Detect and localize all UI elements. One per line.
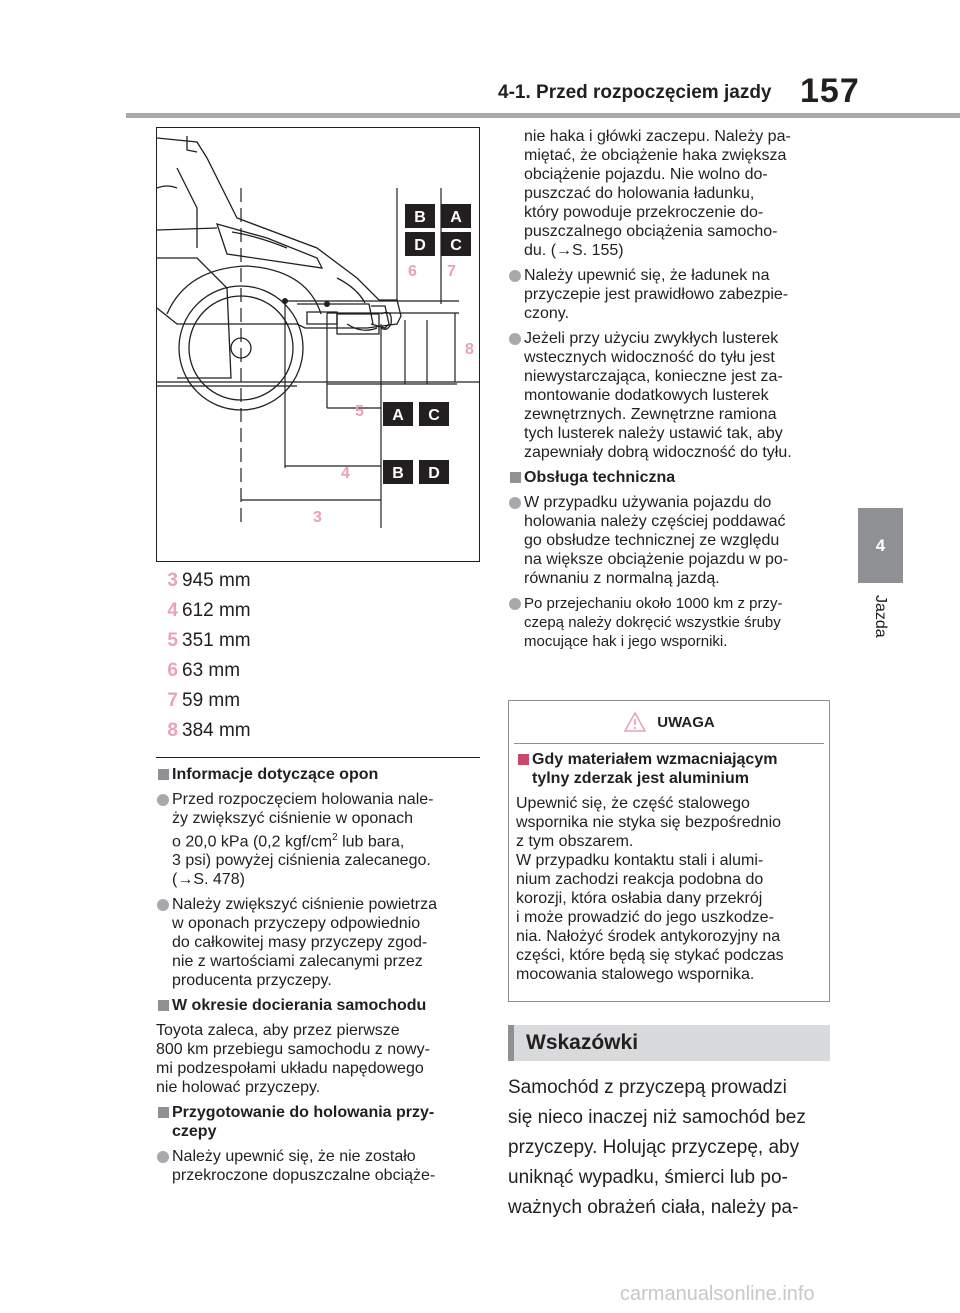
tires-heading: Informacje dotyczące opon (156, 765, 481, 784)
warning-title: UWAGA (657, 713, 715, 731)
dimension-value: 59 mm (182, 690, 241, 711)
svg-text:A: A (392, 407, 404, 424)
rear-wheel-drawing (166, 265, 322, 411)
figure-number-8: 8 (465, 341, 474, 358)
figure-number-6: 6 (408, 263, 417, 280)
figure-dimension-numbers: 6 7 8 5 4 3 (313, 263, 474, 526)
dimension-number: 7 (167, 690, 178, 711)
tips-accent-bar (508, 1025, 514, 1061)
svg-text:A: A (450, 209, 462, 226)
warning-triangle-icon (623, 711, 647, 732)
service-heading: Obsługa techniczna (508, 468, 833, 487)
figure-number-7: 7 (447, 263, 456, 280)
preparation-heading: Przygotowanie do holowania przy- czepy (156, 1103, 481, 1141)
svg-text:D: D (428, 465, 440, 482)
watermark: carmanualsonline.info (620, 1283, 815, 1305)
figure-badge-c: C (419, 402, 449, 426)
dimension-value: 384 mm (182, 720, 251, 741)
vehicle-rear-drawing (157, 136, 479, 387)
dimension-value: 612 mm (182, 600, 251, 621)
svg-text:B: B (392, 465, 404, 482)
svg-text:D: D (414, 237, 426, 254)
warning-box: UWAGA Gdy materiałem wzmacniającym tylny… (508, 700, 830, 1002)
right-column: nie haka i główki zaczepu. Należy pa- mi… (508, 127, 833, 657)
section-divider (156, 757, 480, 758)
left-column: Informacje dotyczące opon Przed rozpoczę… (156, 763, 481, 1191)
figure-badge-a: A (383, 402, 413, 426)
figure-badge-b: B (405, 204, 435, 228)
tires-bullet-1: Przed rozpoczęciem holowania nale- ży zw… (156, 790, 481, 889)
figure-number-3: 3 (313, 509, 322, 526)
tips-header: Wskazówki (508, 1025, 830, 1061)
dimension-number: 6 (167, 660, 178, 681)
tips-title: Wskazówki (526, 1031, 639, 1054)
chapter-label: Jazda (872, 595, 889, 638)
service-bullet-1: W przypadku używania pojazdu do holowani… (508, 493, 833, 588)
figure-badge-d: D (419, 460, 449, 484)
warning-text: Upewnić się, że część stalowego wspornik… (516, 795, 784, 983)
dimension-value: 351 mm (182, 630, 251, 651)
header-section-title: 4-1. Przed rozpoczęciem jazdy (498, 82, 772, 103)
tires-bullet-2: Należy zwiększyć ciśnienie powietrza w o… (156, 895, 481, 990)
svg-text:B: B (414, 209, 426, 226)
figure-badge-d: D (405, 232, 435, 256)
figure-badge-c: C (441, 232, 471, 256)
load-bullet: Należy upewnić się, że ładunek na przycz… (508, 266, 833, 323)
header-rule (126, 113, 960, 118)
warning-heading: Gdy materiałem wzmacniającym tylny zderz… (516, 750, 824, 788)
break-in-heading: W okresie docierania samochodu (156, 996, 481, 1015)
mirror-bullet: Jeżeli przy użyciu zwykłych lusterek wst… (508, 329, 833, 462)
dimension-number: 3 (167, 570, 178, 591)
dimension-value: 945 mm (182, 570, 251, 591)
svg-text:C: C (450, 237, 462, 254)
preparation-bullet-1: Należy upewnić się, że nie zostało przek… (156, 1147, 481, 1185)
warning-title-row: UWAGA (509, 701, 829, 743)
dimension-lines (240, 188, 459, 528)
break-in-text: Toyota zaleca, aby przez pierwsze 800 km… (156, 1022, 430, 1097)
svg-text:C: C (428, 407, 440, 424)
figure-number-5: 5 (355, 403, 364, 420)
measure-points (282, 298, 330, 307)
page-number: 157 (800, 72, 860, 110)
dimension-value: 63 mm (182, 660, 241, 681)
dimension-number: 4 (167, 600, 178, 621)
figure-badge-b: B (383, 460, 413, 484)
figure-number-4: 4 (341, 465, 350, 482)
figure-badge-a: A (441, 204, 471, 228)
dimension-number: 8 (167, 720, 178, 741)
warning-rule (514, 743, 824, 744)
continued-text: nie haka i główki zaczepu. Należy pa- mi… (524, 128, 791, 259)
chapter-tab[interactable]: 4 (858, 508, 903, 583)
tips-text: Samochód z przyczepą prowadzi się nieco … (508, 1077, 806, 1218)
dimension-number: 5 (167, 630, 178, 651)
service-bullet-2: Po przejechaniu około 1000 km z przy- cz… (508, 594, 833, 651)
